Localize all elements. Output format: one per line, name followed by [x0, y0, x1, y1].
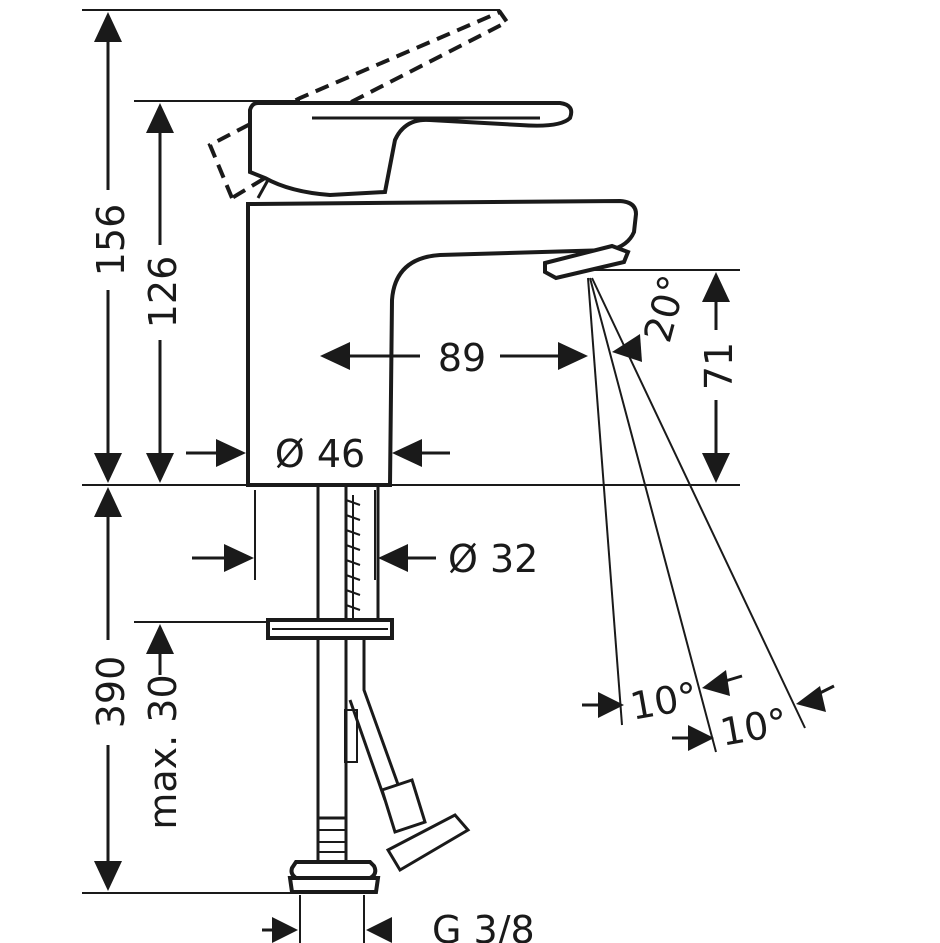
label-body-diameter: Ø 46 — [275, 432, 365, 476]
label-angle-right: 10° — [717, 700, 791, 755]
label-max-counter-thickness: max. 30 — [141, 674, 185, 829]
aerator — [543, 243, 631, 281]
mounting-plate — [266, 618, 394, 640]
label-shank-diameter: Ø 32 — [448, 537, 538, 581]
dim-line-angle-right — [672, 684, 835, 751]
dim-line-counter-thickness — [146, 624, 174, 675]
dim-line-spout-reach — [320, 342, 588, 370]
dim-line-spout-height — [702, 272, 730, 483]
label-spout-reach: 89 — [438, 336, 486, 380]
handle-closed — [248, 101, 574, 199]
supply-hose-right — [344, 640, 471, 873]
dim-line-body-diameter — [186, 439, 450, 467]
faucet-body — [246, 198, 639, 487]
label-total-height: 156 — [89, 204, 133, 277]
label-connection-thread: G 3/8 — [432, 908, 535, 943]
label-spray-angle: 20° — [635, 270, 695, 346]
extension-lines — [82, 9, 740, 943]
dim-line-body-height — [146, 103, 174, 483]
dim-line-shank-diameter — [192, 544, 436, 572]
dim-arrow-spray-angle — [612, 334, 642, 362]
label-body-height: 126 — [141, 256, 185, 329]
label-shank-length: 390 — [89, 656, 133, 729]
dim-line-shank-length — [94, 487, 122, 891]
dim-line-total-height — [94, 12, 122, 483]
mounting-shank — [316, 487, 380, 818]
label-spout-height: 71 — [697, 342, 741, 390]
dim-line-angle-left — [582, 670, 743, 718]
label-angle-left: 10° — [627, 674, 701, 729]
dim-line-connection-thread — [262, 917, 392, 943]
supply-hose-left — [287, 816, 381, 894]
